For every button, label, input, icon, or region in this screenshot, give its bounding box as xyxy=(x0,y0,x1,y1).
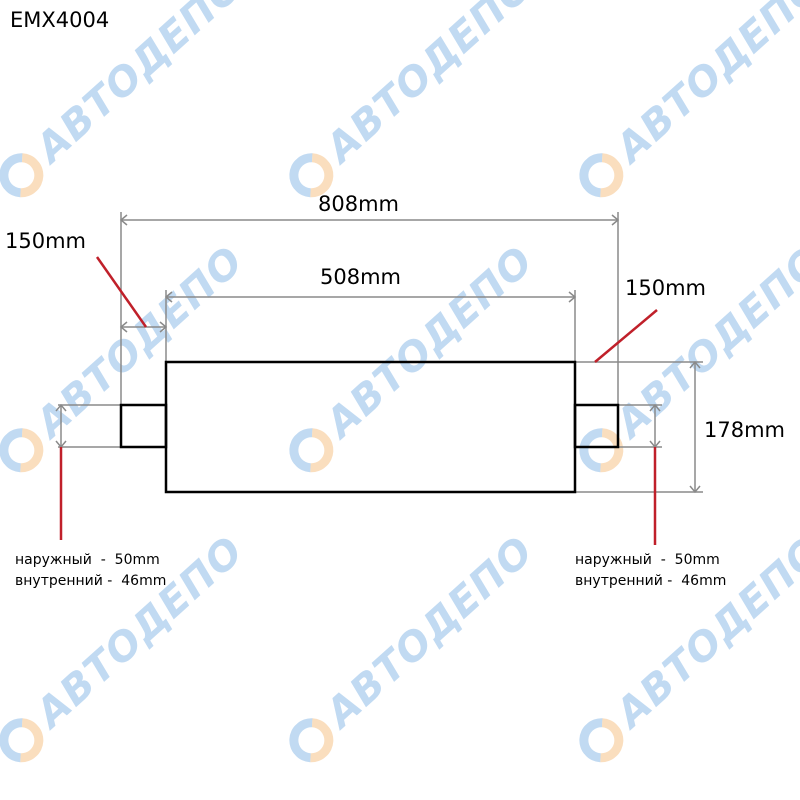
label-right-pipe-length: 150mm xyxy=(625,276,706,300)
leader-right-pipe xyxy=(594,309,658,363)
label-body-diameter: 178mm xyxy=(704,418,785,442)
label-body-length: 508mm xyxy=(320,265,401,289)
leader-left-pipe xyxy=(95,256,148,328)
part-number: EMX4004 xyxy=(10,8,110,32)
muffler-body xyxy=(164,360,577,494)
leader-lines xyxy=(59,256,658,545)
right-pipe xyxy=(573,403,620,449)
label-total-length: 808mm xyxy=(318,192,399,216)
muffler-outline xyxy=(119,360,620,494)
label-left-pipe-length: 150mm xyxy=(5,229,86,253)
left-pipe xyxy=(119,403,168,449)
dimension-lines xyxy=(55,212,703,494)
